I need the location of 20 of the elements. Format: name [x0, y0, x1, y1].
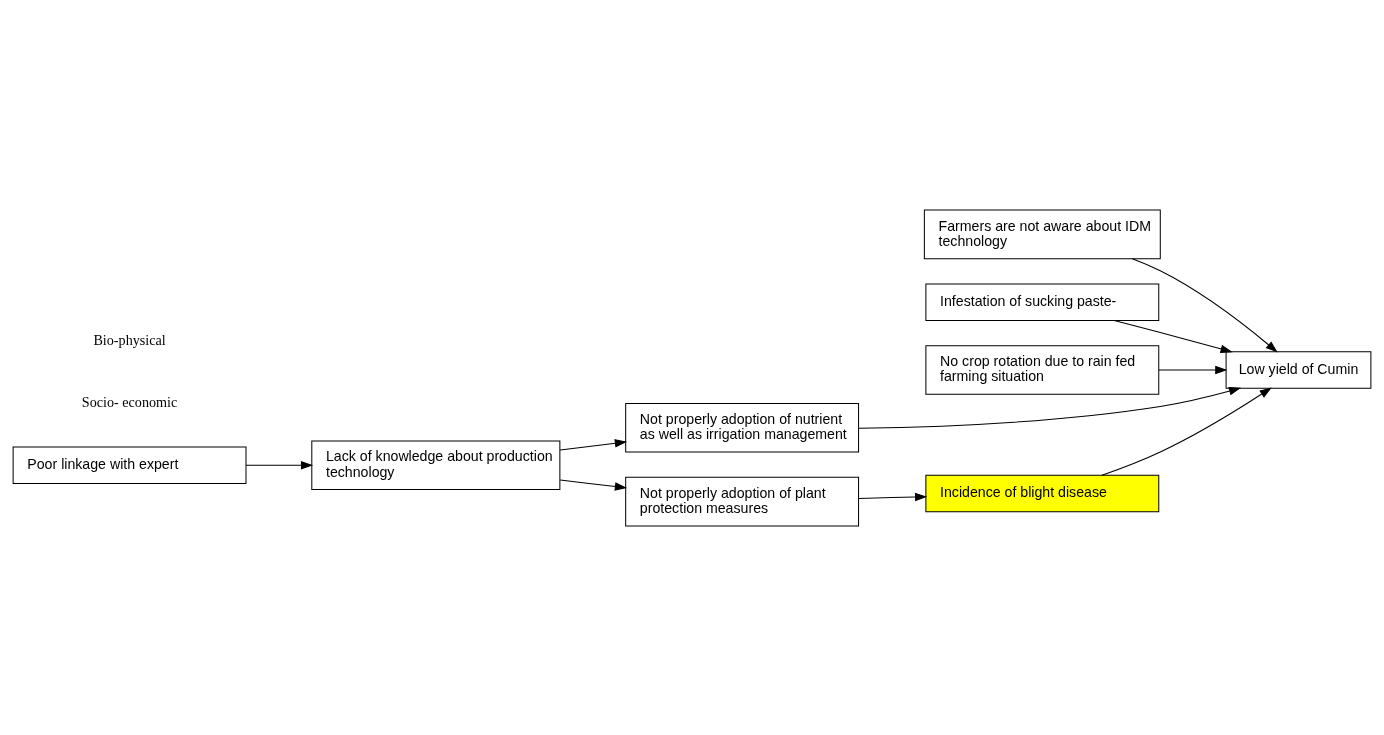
arrow [1113, 319, 1233, 353]
label: Socio- economic [81, 393, 178, 410]
node-box: No crop rotation due to rain fed farming situation [925, 344, 1160, 395]
node-box: Not properly adoption of nutrient as well as irrigation management [625, 402, 860, 453]
label: Bio-physical [93, 331, 166, 348]
arrow [1101, 387, 1272, 476]
arrow [245, 460, 314, 469]
arrow [559, 438, 627, 450]
arrow [1131, 257, 1278, 352]
node-box: Infestation of sucking paste- [925, 282, 1160, 321]
node-box: Poor linkage with expert [12, 445, 247, 484]
arrow [1158, 365, 1228, 374]
node-box: Incidence of blight disease [925, 474, 1160, 512]
arrow [858, 492, 928, 501]
node-box: Low yield of Cumin [1225, 350, 1372, 389]
arrow [559, 478, 627, 491]
node-box: Lack of knowledge about production technology [311, 439, 561, 490]
node-box: Not properly adoption of plant protection measures [625, 476, 860, 526]
arrow [858, 386, 1242, 429]
node-box: Farmers are not aware about IDM technology [923, 209, 1161, 259]
